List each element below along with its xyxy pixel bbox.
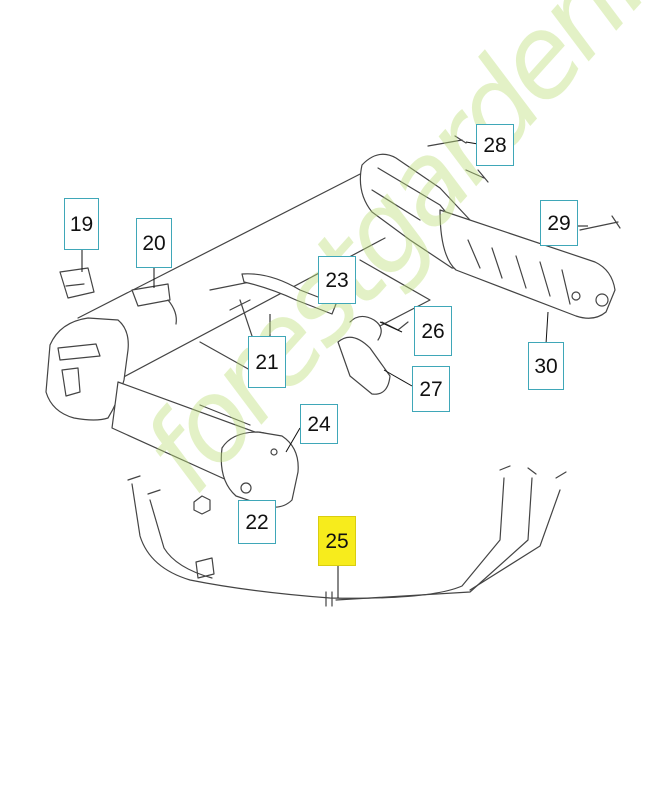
- clip: [131, 283, 171, 307]
- stop-switch: [59, 267, 95, 299]
- callout-27: 27: [412, 366, 450, 412]
- callout-26: 26: [414, 306, 452, 356]
- callout-30: 30: [528, 342, 564, 390]
- callout-29: 29: [540, 200, 578, 246]
- throttle-lock: [337, 336, 391, 395]
- frame-rail-upper: [77, 169, 369, 319]
- callout-28: 28: [476, 124, 514, 166]
- callout-24: 24: [300, 404, 338, 444]
- throttle-lever: [241, 273, 337, 315]
- callout-21: 21: [248, 336, 286, 388]
- callout-25-highlighted: 25: [318, 516, 356, 566]
- callout-23: 23: [318, 256, 356, 304]
- throttle-housing: [220, 431, 299, 508]
- callout-20: 20: [136, 218, 172, 268]
- callout-22: 22: [238, 500, 276, 544]
- nut: [193, 495, 211, 515]
- wiring-harness: [131, 477, 505, 599]
- callout-19: 19: [64, 198, 99, 250]
- damper-bar: [439, 209, 616, 319]
